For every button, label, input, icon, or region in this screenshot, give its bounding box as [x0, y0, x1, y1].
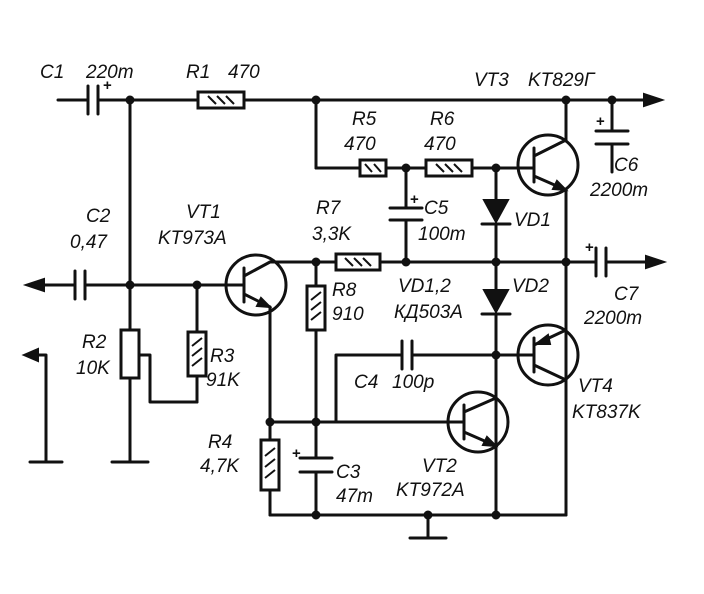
vt4-label: VT4: [578, 376, 613, 397]
vt3-label: VT3: [474, 70, 509, 91]
c7-label: C7: [614, 284, 640, 305]
c1-value: 220m: [85, 62, 134, 83]
r1-value: 470: [228, 62, 260, 83]
vt4-symbol: [516, 323, 580, 387]
c2-value: 0,47: [70, 232, 108, 253]
r6-label: R6: [430, 109, 455, 130]
vt1-symbol: [224, 253, 288, 317]
transistors: [224, 133, 580, 454]
svg-text:+: +: [410, 191, 419, 208]
labels: C1 220m R1 470 VT3 KT829Г R5 470 R6 470 …: [40, 62, 648, 507]
r5-value: 470: [344, 134, 376, 155]
svg-text:+: +: [596, 113, 605, 130]
r4-value: 4,7K: [200, 456, 240, 477]
vt3-value: KT829Г: [528, 70, 596, 91]
input-arrow-icon: [22, 277, 45, 293]
vt1-label: VT1: [186, 202, 221, 223]
r4-label: R4: [208, 432, 232, 453]
arrows: [21, 92, 668, 363]
c6-label: C6: [614, 155, 639, 176]
r8-label: R8: [332, 280, 357, 301]
vd1-label: VD1: [514, 210, 551, 231]
vd12-label: VD1,2: [398, 276, 451, 297]
vt2-label: VT2: [422, 456, 457, 477]
c4-symbol: [400, 339, 414, 371]
r8-value: 910: [332, 304, 364, 325]
r2-symbol: [119, 328, 147, 380]
c2-symbol: [73, 269, 87, 301]
c6-value: 2200m: [589, 180, 648, 201]
r6-value: 470: [424, 134, 456, 155]
junctions: [125, 95, 617, 520]
vt2-symbol: [446, 390, 510, 454]
vd2-symbol: [480, 289, 512, 316]
c3-value: 47m: [336, 486, 373, 507]
c4-label: C4: [354, 372, 378, 393]
c7-symbol: +: [585, 239, 608, 278]
vt1-value: KT973A: [158, 228, 227, 249]
r7-label: R7: [316, 198, 342, 219]
diodes: [480, 199, 512, 316]
r8-symbol: [305, 284, 327, 332]
c7-value: 2200m: [583, 308, 642, 329]
c3-symbol: +: [292, 445, 334, 474]
svg-text:+: +: [103, 77, 112, 94]
vd12-value: КД503А: [394, 302, 463, 323]
r2-value: 10K: [76, 358, 111, 379]
r4-symbol: [259, 438, 281, 492]
r5-label: R5: [352, 109, 377, 130]
r1-symbol: [196, 90, 246, 110]
c4-value: 100p: [392, 372, 434, 393]
vd2-label: VD2: [512, 276, 549, 297]
vt3-symbol: [516, 133, 580, 197]
r1-label: R1: [186, 62, 210, 83]
vt4-value: KT837K: [572, 402, 642, 423]
c5-symbol: +: [388, 191, 424, 222]
r2-label: R2: [82, 332, 107, 353]
wires: [28, 98, 648, 540]
output-arrow-icon: [645, 254, 668, 270]
left-bracket-arrow-icon: [21, 347, 39, 363]
r3-label: R3: [210, 346, 235, 367]
r6-symbol: [424, 158, 474, 178]
supply-arrow-icon: [643, 92, 666, 108]
svg-text:+: +: [585, 239, 594, 256]
r3-symbol: [186, 330, 208, 378]
r3-value: 91K: [206, 370, 241, 391]
r5-symbol: [358, 158, 388, 178]
c1-symbol: +: [86, 77, 112, 116]
c3-label: C3: [336, 462, 361, 483]
capacitors: + + + +: [73, 77, 630, 474]
c6-symbol: +: [594, 113, 630, 146]
vt2-value: KT972A: [396, 480, 465, 501]
c1-label: C1: [40, 62, 64, 83]
c5-value: 100m: [418, 224, 466, 245]
resistors: [119, 90, 474, 492]
c2-label: C2: [86, 206, 111, 227]
vd1-symbol: [480, 199, 512, 226]
r7-value: 3,3K: [312, 224, 352, 245]
svg-text:+: +: [292, 445, 301, 462]
r7-symbol: [334, 252, 382, 272]
c5-label: C5: [424, 198, 449, 219]
